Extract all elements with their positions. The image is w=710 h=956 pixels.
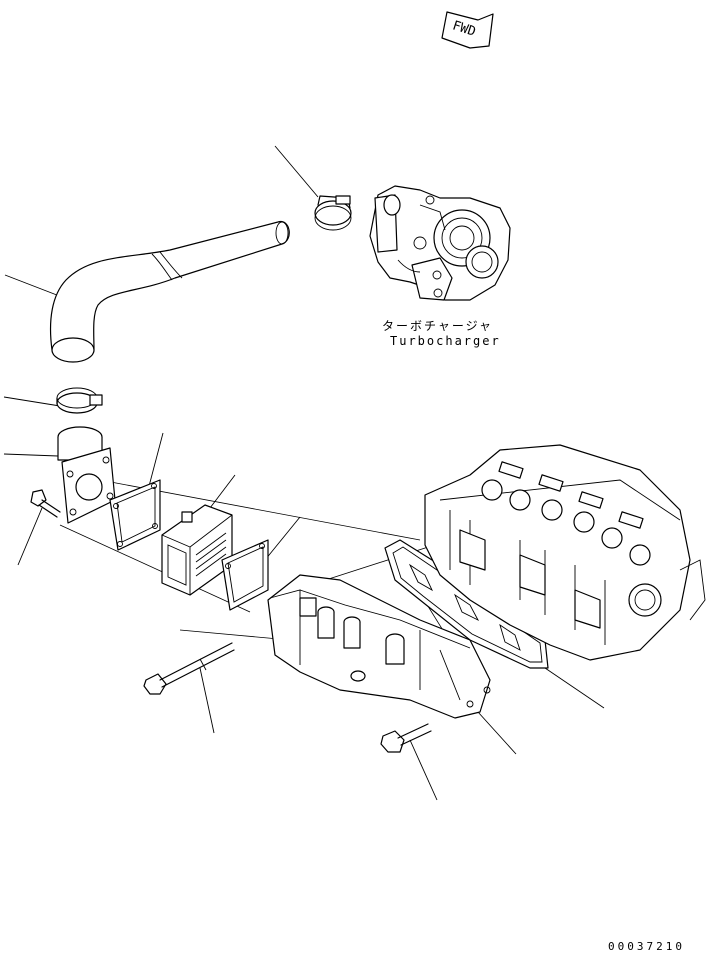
hose-clamp-lower [56,387,103,414]
fwd-text: FWD [450,18,477,40]
bolt-small-left [30,489,61,518]
leader-lines [3,145,605,801]
fwd-arrow: FWD [441,11,494,49]
gasket-1 [109,479,161,551]
bolt-long [143,642,235,695]
gasket-2 [221,539,269,611]
air-hose [49,221,290,363]
bolt-bottom [380,723,432,753]
drawing-number: 00037210 [608,940,685,953]
manifold-gasket [384,539,549,669]
intake-manifold [267,574,491,719]
intake-connector [57,426,116,524]
intake-heater [161,504,233,596]
turbocharger-label-en: Turbocharger [390,334,501,348]
turbocharger-drawing [369,185,511,301]
hose-clamp-upper [314,195,352,231]
turbocharger-label-jp: ターボチャージャ [382,319,494,333]
cylinder-head [424,444,706,661]
